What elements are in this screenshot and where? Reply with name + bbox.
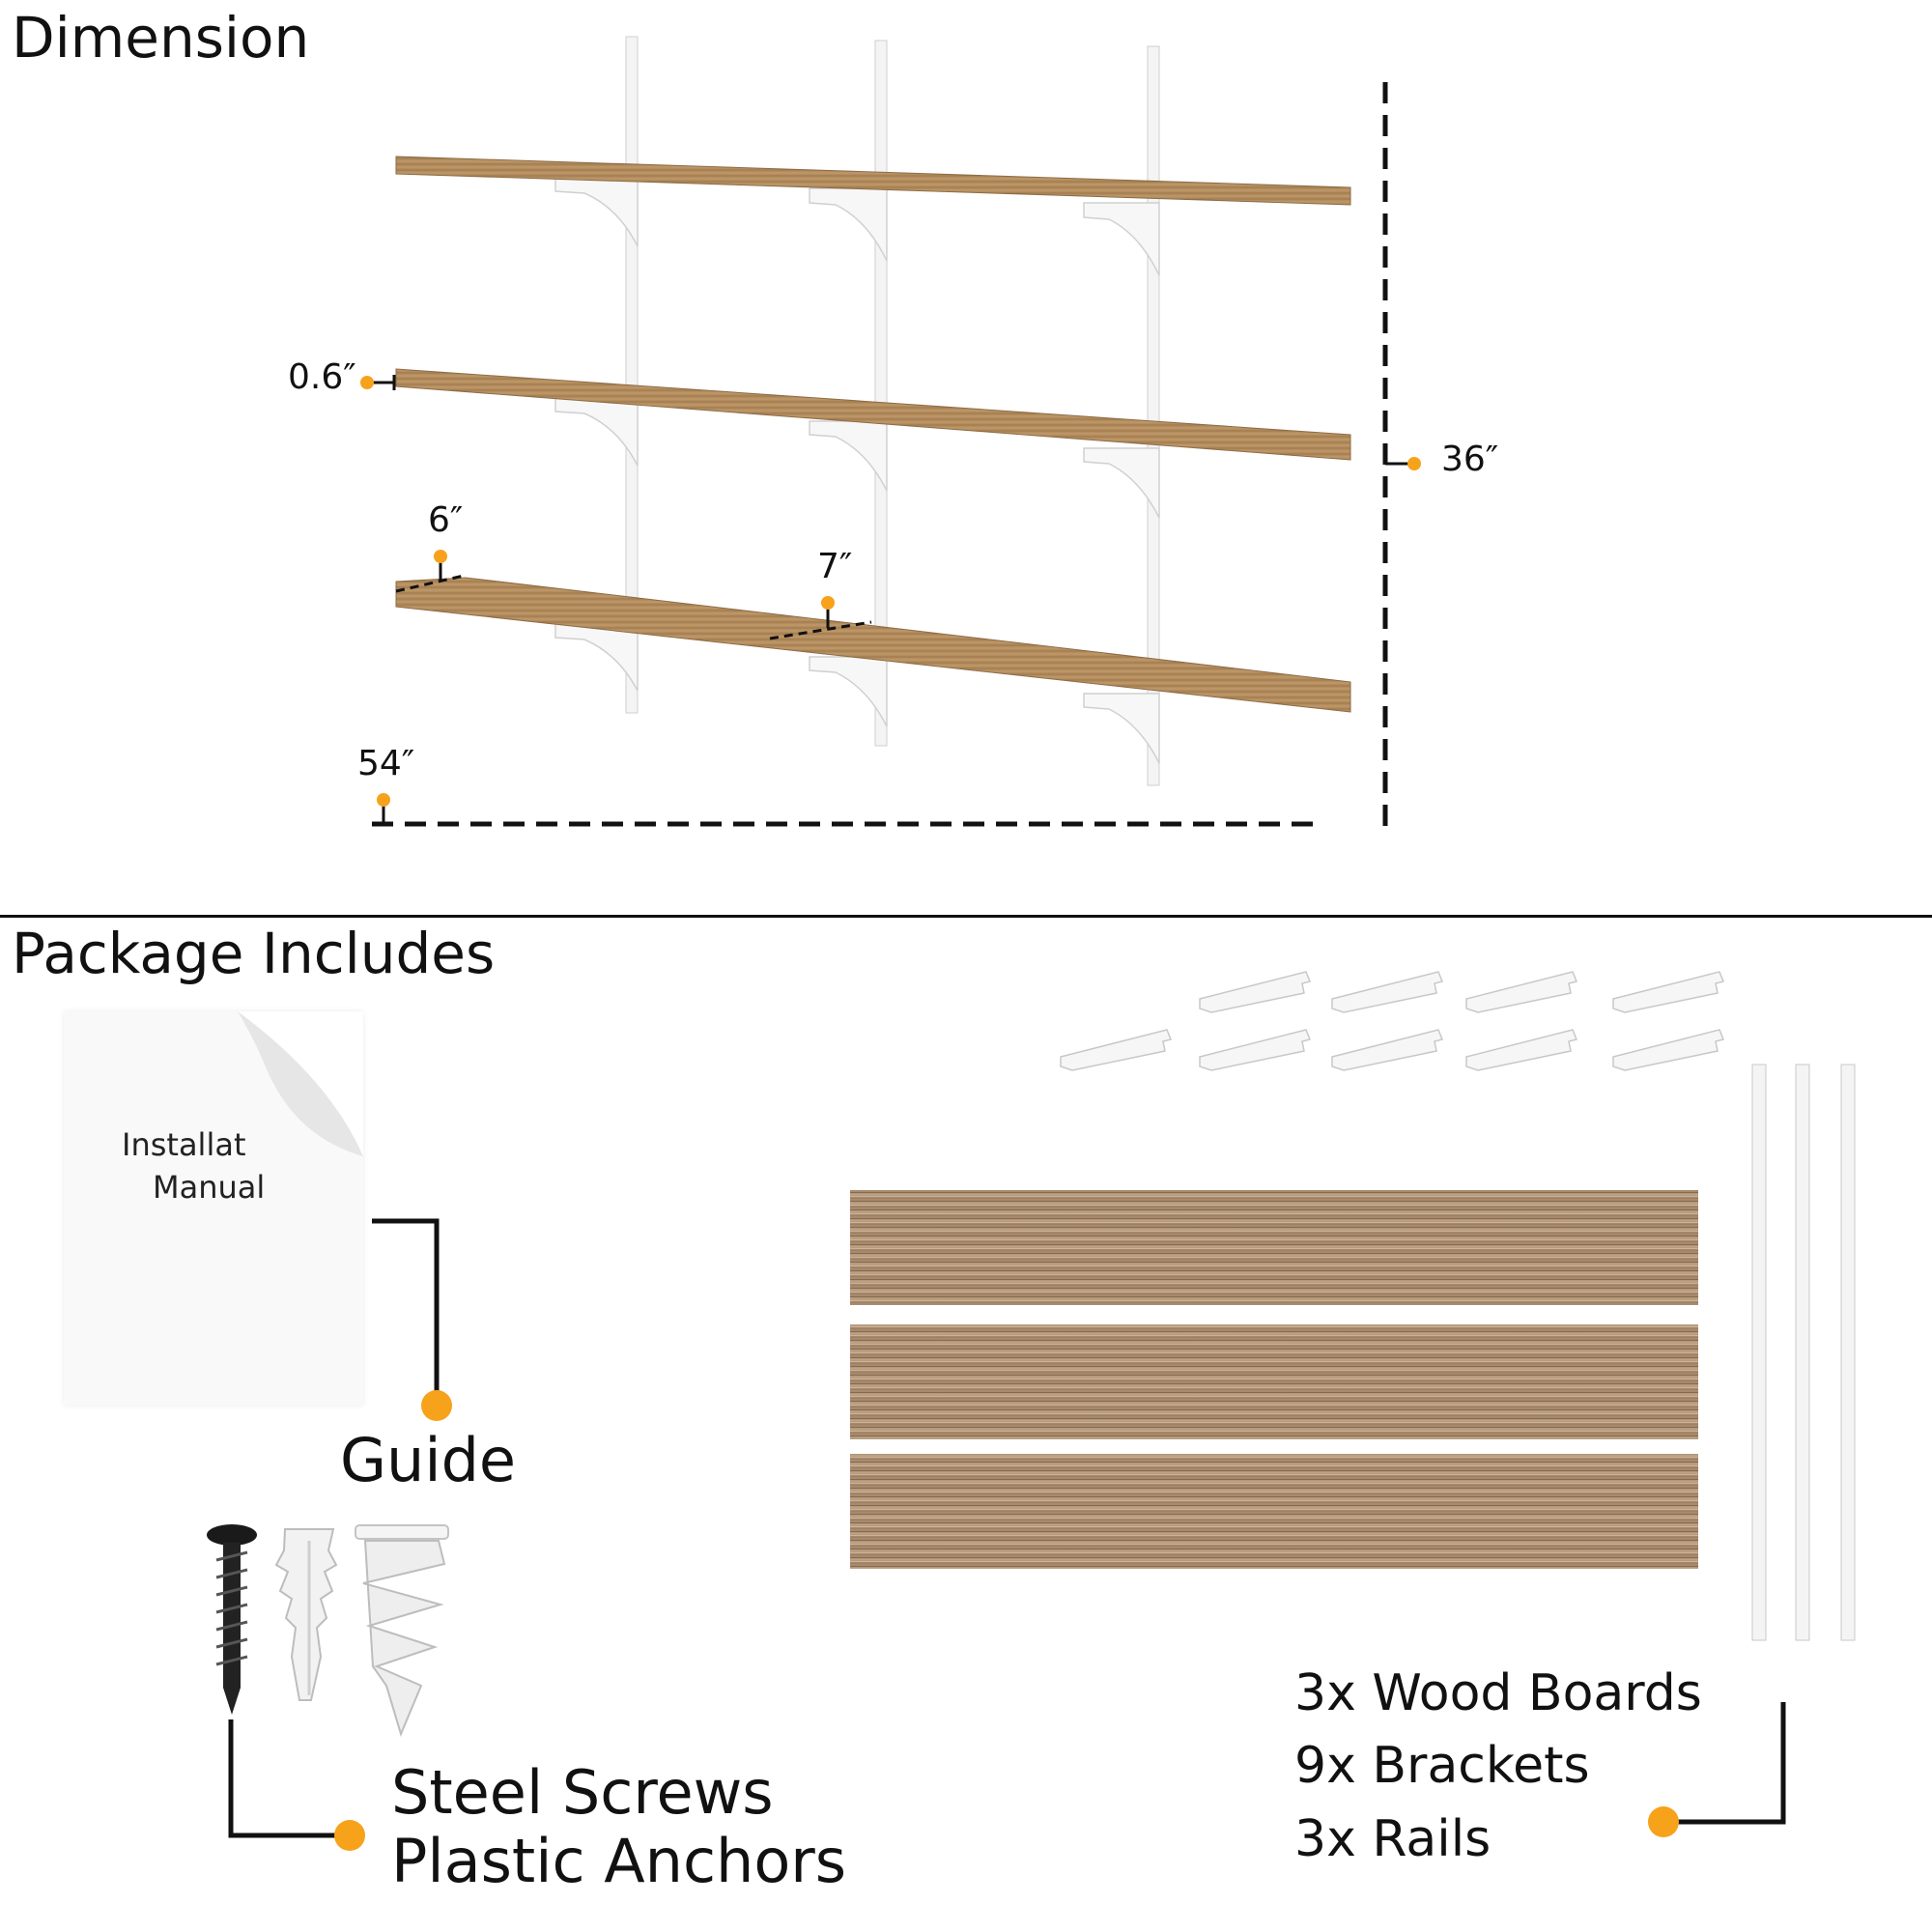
height-label: 36″ [1441, 440, 1499, 479]
wood-board-1 [850, 1190, 1698, 1305]
self-drilling-anchor-icon [355, 1524, 449, 1737]
boards-visual [850, 1190, 1698, 1569]
hardware-line-screws: Steel Screws [391, 1757, 774, 1828]
bracket-set [1060, 971, 1724, 1071]
rail [1795, 1064, 1810, 1641]
depth-small-label: 6″ [428, 500, 464, 540]
contents-marker [1648, 1806, 1679, 1837]
section-divider [0, 915, 1932, 918]
contents-label: 3x Wood Boards 9x Brackets 3x Rails [1294, 1658, 1702, 1876]
thickness-marker [360, 376, 374, 389]
depth-small-marker [434, 550, 447, 563]
width-marker [377, 793, 390, 807]
wood-board-2 [850, 1324, 1698, 1439]
shelf-boards [395, 156, 1351, 713]
guide-label: Guide [340, 1425, 517, 1495]
hardware-label: Steel Screws Plastic Anchors [391, 1758, 846, 1896]
shelf-diagram [360, 36, 1421, 833]
manual-title-line2: Manual [153, 1169, 266, 1206]
hardware-marker [334, 1820, 365, 1851]
package-title: Package Includes [12, 921, 496, 986]
page-curl-icon [238, 1011, 363, 1156]
callout-connectors [228, 1218, 1786, 1851]
thickness-label: 0.6″ [288, 357, 356, 397]
depth-large-marker [821, 596, 835, 610]
guide-marker [421, 1390, 452, 1421]
rail-set [1751, 1064, 1856, 1641]
shelf-top [395, 156, 1351, 206]
dimension-markers [360, 82, 1421, 833]
installation-manual: Installat Manual [64, 1011, 363, 1406]
rail [1840, 1064, 1856, 1641]
contents-line-boards: 3x Wood Boards [1294, 1664, 1702, 1722]
rail [1751, 1064, 1767, 1641]
contents-line-brackets: 9x Brackets [1294, 1737, 1590, 1796]
plastic-anchor-icon [274, 1528, 338, 1701]
shelf-brackets [554, 175, 1160, 764]
contents-line-rails: 3x Rails [1294, 1809, 1492, 1868]
dimension-title: Dimension [12, 5, 310, 71]
manual-title-line1: Installat [122, 1126, 246, 1163]
shelf-middle [395, 368, 1351, 461]
screw-icon [207, 1524, 257, 1715]
hardware-items [207, 1524, 449, 1737]
width-label: 54″ [357, 744, 415, 783]
depth-large-label: 7″ [817, 547, 853, 586]
height-marker [1407, 457, 1421, 470]
hardware-line-anchors: Plastic Anchors [391, 1826, 847, 1897]
wood-board-3 [850, 1454, 1698, 1569]
